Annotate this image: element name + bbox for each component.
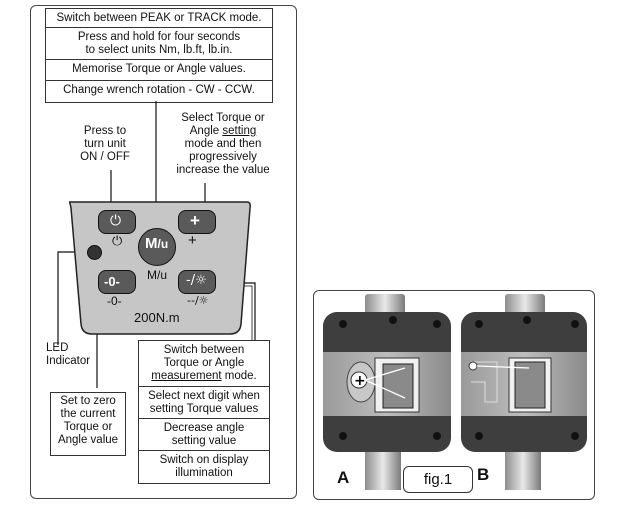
- led-label: LED Indicator: [46, 342, 91, 367]
- power-icon: ⏻: [110, 213, 122, 229]
- zero-mark: -0-: [107, 294, 122, 308]
- plus-button[interactable]: +: [178, 210, 216, 234]
- led-indicator: [87, 245, 102, 260]
- top-function-stack: Switch between PEAK or TRACK mode. Press…: [45, 8, 273, 103]
- zero-button[interactable]: -0-: [98, 270, 136, 294]
- label-a: A: [337, 468, 350, 487]
- svg-text:+: +: [354, 373, 366, 389]
- peak-track-box: Switch between PEAK or TRACK mode.: [46, 9, 272, 28]
- select-setting-label: Select Torque or Angle setting mode and …: [176, 112, 270, 176]
- wrench-head-photos: +: [323, 294, 587, 490]
- label-b: B: [477, 465, 490, 484]
- right-function-stack: Switch between Torque or Angle measureme…: [138, 340, 270, 484]
- decrease-angle-box: Decrease angle setting value: [139, 419, 269, 451]
- units-box: Press and hold for four seconds to selec…: [46, 28, 272, 60]
- zero-icon: -0-: [104, 274, 120, 289]
- plus-icon: +: [190, 211, 200, 230]
- light-mark: --/☼: [187, 294, 209, 307]
- display-reading: 200N.m: [134, 310, 180, 325]
- photo-b-gear: [514, 361, 546, 409]
- mode-unit-icon: M/u: [145, 235, 169, 252]
- photo-a-top-stub: [365, 294, 405, 316]
- mode-unit-button[interactable]: M/u: [138, 228, 176, 266]
- torque-angle-box: Switch between Torque or Angle measureme…: [139, 341, 269, 387]
- photo-b-top-stub: [505, 294, 545, 316]
- rotation-box: Change wrench rotation - CW - CCW.: [63, 84, 255, 96]
- photo-b-bottom-stub: [505, 452, 541, 490]
- power-label: Press to turn unit ON / OFF: [80, 125, 130, 163]
- light-icon: -/☼: [186, 273, 207, 288]
- light-button[interactable]: -/☼: [178, 270, 216, 294]
- figure-caption: fig.1: [423, 471, 453, 488]
- power-mark: ⏻: [112, 234, 123, 249]
- illumination-box: Switch on display illumination: [159, 454, 249, 479]
- photo-a-gear: [382, 363, 414, 409]
- next-digit-box: Select next digit when setting Torque va…: [139, 387, 269, 419]
- photo-b-pin: [468, 361, 478, 371]
- zero-label-box: Set to zero the current Torque or Angle …: [50, 392, 126, 456]
- photo-a-bottom-stub: [365, 452, 401, 490]
- power-button[interactable]: ⏻: [98, 210, 136, 234]
- plus-mark: +: [188, 232, 197, 249]
- mode-unit-mark: M/u: [147, 268, 168, 282]
- device-front: [68, 201, 251, 335]
- memorise-box: Memorise Torque or Angle values.: [46, 60, 272, 81]
- photo-b-outline: [471, 361, 498, 403]
- figure-caption-box: fig.1: [403, 466, 473, 493]
